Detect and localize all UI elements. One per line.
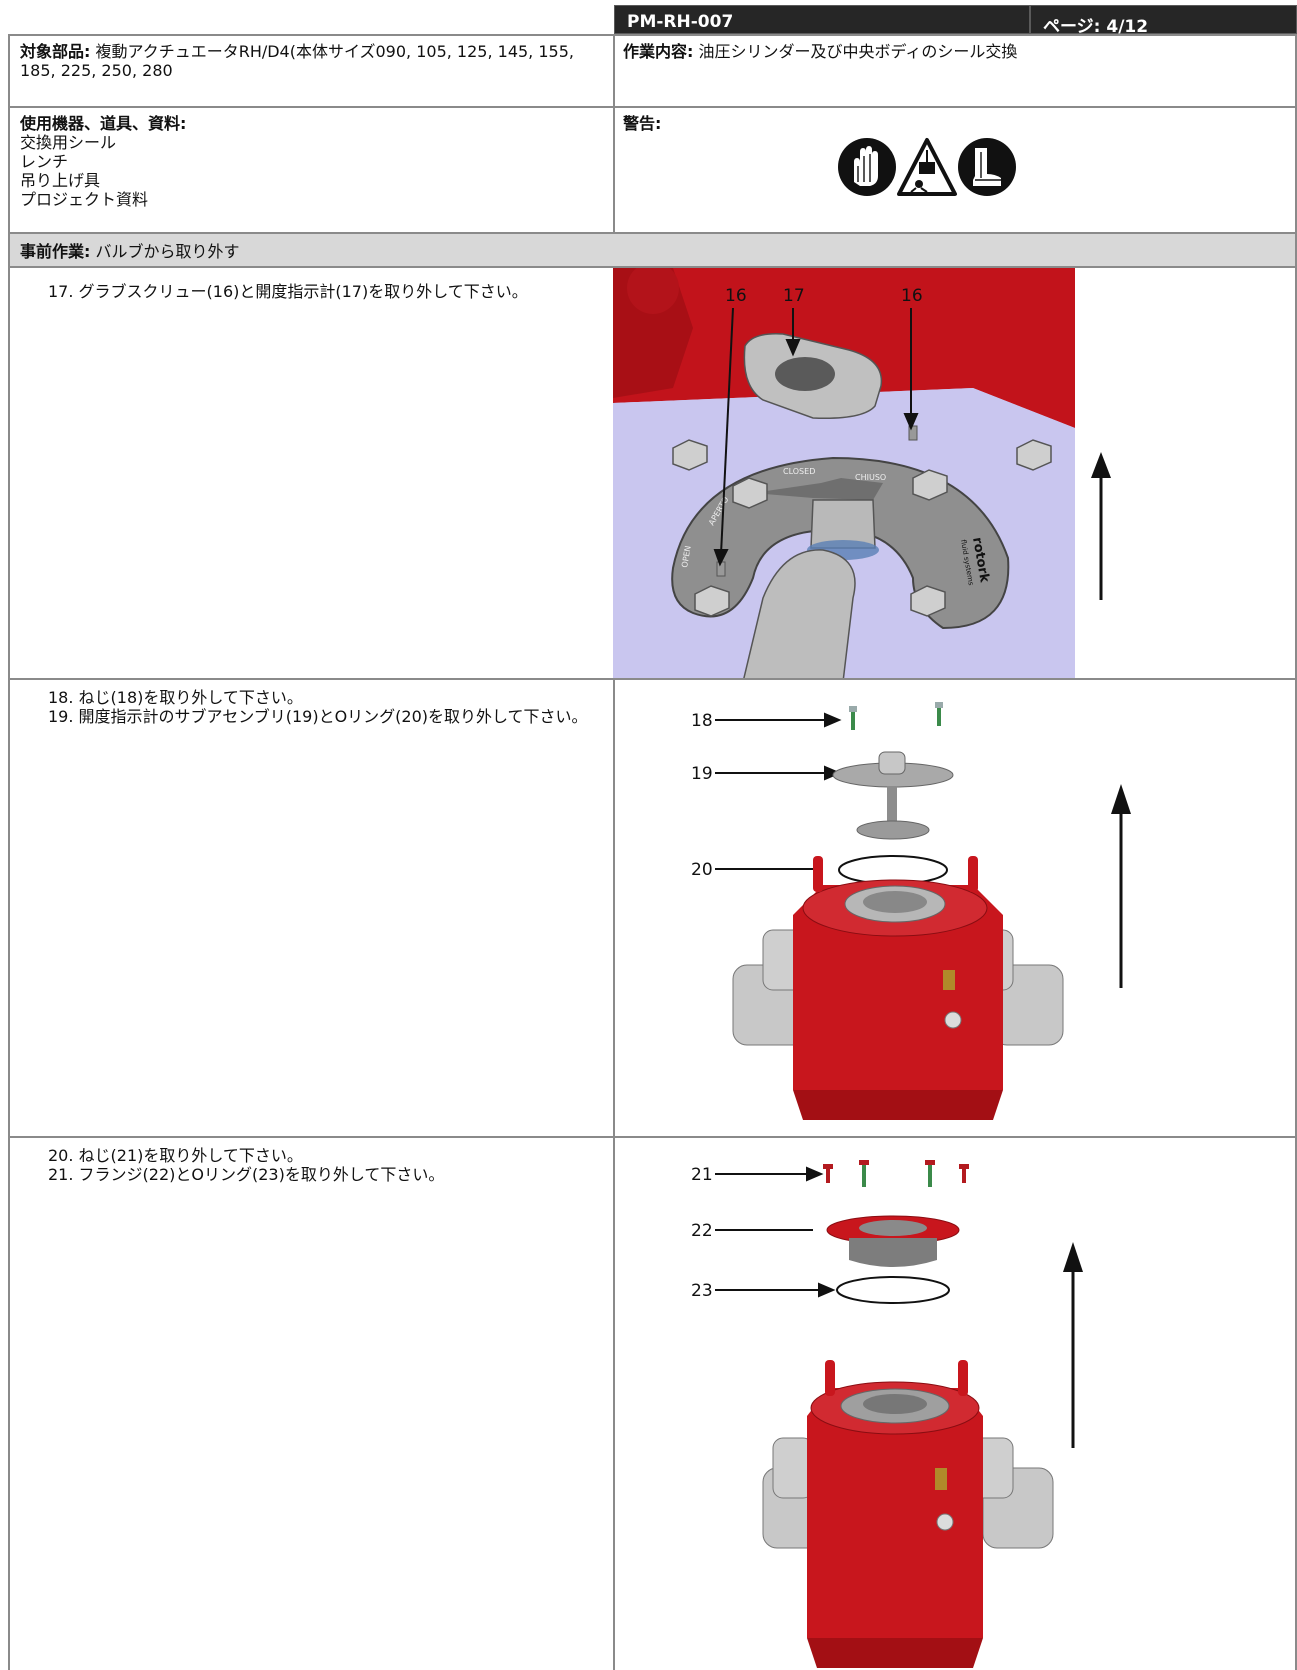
prework-label: 事前作業: <box>20 242 91 261</box>
callout-label: 16 <box>725 286 747 306</box>
screw <box>959 1164 969 1183</box>
hex-bolt <box>912 469 948 501</box>
target-part-cell: 対象部品: 複動アクチュエータRH/D4(本体サイズ090, 105, 125,… <box>8 34 615 108</box>
tools-item: プロジェクト資料 <box>20 190 149 209</box>
hex-bolt <box>1016 439 1052 471</box>
callout-label: 21 <box>691 1165 713 1185</box>
prework-value: バルブから取り外す <box>95 242 240 261</box>
doc-code: PM-RH-007 <box>627 12 734 32</box>
safety-boots-icon <box>958 138 1016 196</box>
actuator-body <box>762 1360 1054 1668</box>
step-image-cell: 18 19 20 <box>613 678 1297 1138</box>
callout-label: 22 <box>691 1221 713 1241</box>
hex-bolt <box>732 477 768 509</box>
tools-item: 交換用シール <box>20 133 117 152</box>
screw <box>849 706 857 730</box>
callout-leader <box>720 307 734 555</box>
step-text-cell: 18. ねじ(18)を取り外して下さい。 19. 開度指示計のサブアセンブリ(1… <box>8 678 615 1138</box>
callout-label: 20 <box>691 860 713 880</box>
step-image-cell: CLOSED CHIUSO APERTO OPEN rotork fluid s… <box>613 266 1297 680</box>
gloves-icon <box>838 138 896 196</box>
hex-bolt <box>672 439 708 471</box>
dial-text: CHIUSO <box>855 473 886 482</box>
callout-label: 16 <box>901 286 923 306</box>
step-line: 18. ねじ(18)を取り外して下さい。 <box>48 688 303 707</box>
actuator-body <box>732 856 1064 1120</box>
callout-label: 19 <box>691 764 713 784</box>
tools-item: レンチ <box>20 152 69 171</box>
flange-removal-illustration: 21 22 23 <box>691 1160 1083 1668</box>
step-image-cell: 21 22 23 <box>613 1136 1297 1670</box>
screw <box>823 1164 833 1183</box>
step-line: 19. 開度指示計のサブアセンブリ(19)とOリング(20)を取り外して下さい。 <box>48 707 588 726</box>
task-value: 油圧シリンダー及び中央ボディのシール交換 <box>698 42 1018 61</box>
target-part-value: 複動アクチュエータRH/D4(本体サイズ090, 105, 125, 145, … <box>20 42 574 80</box>
step-text-cell: 17. グラブスクリュー(16)と開度指示計(17)を取り外して下さい。 <box>8 266 615 680</box>
wrench <box>743 549 856 678</box>
tools-cell: 使用機器、道具、資料: 交換用シール レンチ 吊り上げ具 プロジェクト資料 <box>8 106 615 234</box>
warning-icons <box>838 138 1016 196</box>
step-text-cell: 20. ねじ(21)を取り外して下さい。 21. フランジ(22)とOリング(2… <box>8 1136 615 1670</box>
doc-code-cell: PM-RH-007 <box>614 5 1030 34</box>
screw <box>925 1160 935 1187</box>
target-part-label: 対象部品: <box>20 42 91 61</box>
page-number-cell: ページ: 4/12 <box>1030 5 1297 37</box>
warning-cell: 警告: <box>613 106 1297 234</box>
tools-item: 吊り上げ具 <box>20 171 101 190</box>
hex-bolt <box>910 585 946 617</box>
task-cell: 作業内容: 油圧シリンダー及び中央ボディのシール交換 <box>613 34 1297 108</box>
falling-load-icon <box>897 138 957 196</box>
screw <box>935 702 943 726</box>
step-line: 17. グラブスクリュー(16)と開度指示計(17)を取り外して下さい。 <box>48 282 528 301</box>
prework-cell: 事前作業: バルブから取り外す <box>8 232 1297 268</box>
flange <box>826 1215 960 1267</box>
callout-label: 23 <box>691 1281 713 1301</box>
o-ring <box>836 1276 950 1304</box>
callout-label: 18 <box>691 711 713 731</box>
grub-screw <box>908 425 918 441</box>
screw <box>859 1160 869 1187</box>
step-line: 21. フランジ(22)とOリング(23)を取り外して下さい。 <box>48 1165 445 1184</box>
indicator-removal-illustration: CLOSED CHIUSO APERTO OPEN rotork fluid s… <box>613 268 1111 678</box>
callout-label: 17 <box>783 286 805 306</box>
tools-label: 使用機器、道具、資料: <box>20 114 187 133</box>
step-line: 20. ねじ(21)を取り外して下さい。 <box>48 1146 303 1165</box>
dial-text: CLOSED <box>783 467 815 476</box>
page-number: ページ: 4/12 <box>1043 17 1149 37</box>
warning-label: 警告: <box>623 114 662 133</box>
dial-text: OPEN <box>680 545 693 568</box>
task-label: 作業内容: <box>623 42 694 61</box>
indicator-subassembly-illustration: 18 19 20 <box>691 702 1131 1120</box>
hex-bolt <box>694 585 730 617</box>
